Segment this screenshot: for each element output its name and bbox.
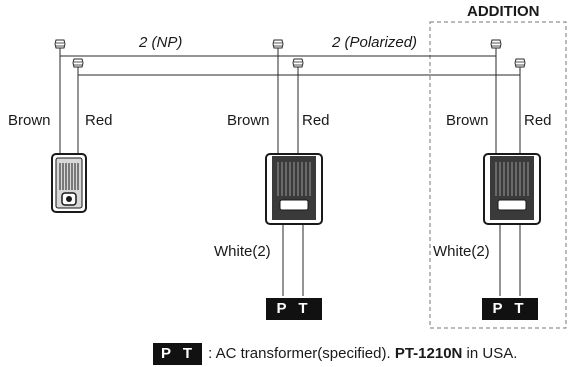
station1-brown-label: Brown [8, 112, 51, 129]
legend-suffix: in USA. [466, 345, 518, 362]
door-station-icon [51, 153, 87, 213]
terminal-icon [54, 39, 66, 56]
station3-brown-label: Brown [446, 112, 489, 129]
transformer-box-3: P T [482, 298, 538, 320]
legend-model: PT-1210N [394, 345, 463, 362]
legend-badge: P T [153, 343, 203, 365]
station3-red-label: Red [524, 112, 552, 129]
master-station-icon [265, 153, 323, 225]
terminal-icon [72, 58, 84, 75]
terminal-icon [292, 58, 304, 75]
legend-text: AC transformer(specified). [215, 345, 391, 362]
terminal-icon [272, 39, 284, 56]
wire-count-polarized: 2 (Polarized) [332, 34, 418, 51]
terminal-icons [54, 39, 526, 75]
terminal-icon [490, 39, 502, 56]
station3-white-label: White(2) [433, 243, 490, 260]
transformer-box-2: P T [266, 298, 322, 320]
station2-brown-label: Brown [227, 112, 270, 129]
added-station-icon [483, 153, 541, 225]
legend-separator: : [208, 345, 213, 362]
addition-label: ADDITION [467, 3, 540, 20]
station2-red-label: Red [302, 112, 330, 129]
wire-count-np: 2 (NP) [139, 34, 183, 51]
station1-red-label: Red [85, 112, 113, 129]
addition-boundary [429, 21, 567, 329]
terminal-icon [514, 58, 526, 75]
legend: P T: AC transformer(specified). PT-1210N… [153, 343, 517, 365]
station2-white-label: White(2) [214, 243, 271, 260]
